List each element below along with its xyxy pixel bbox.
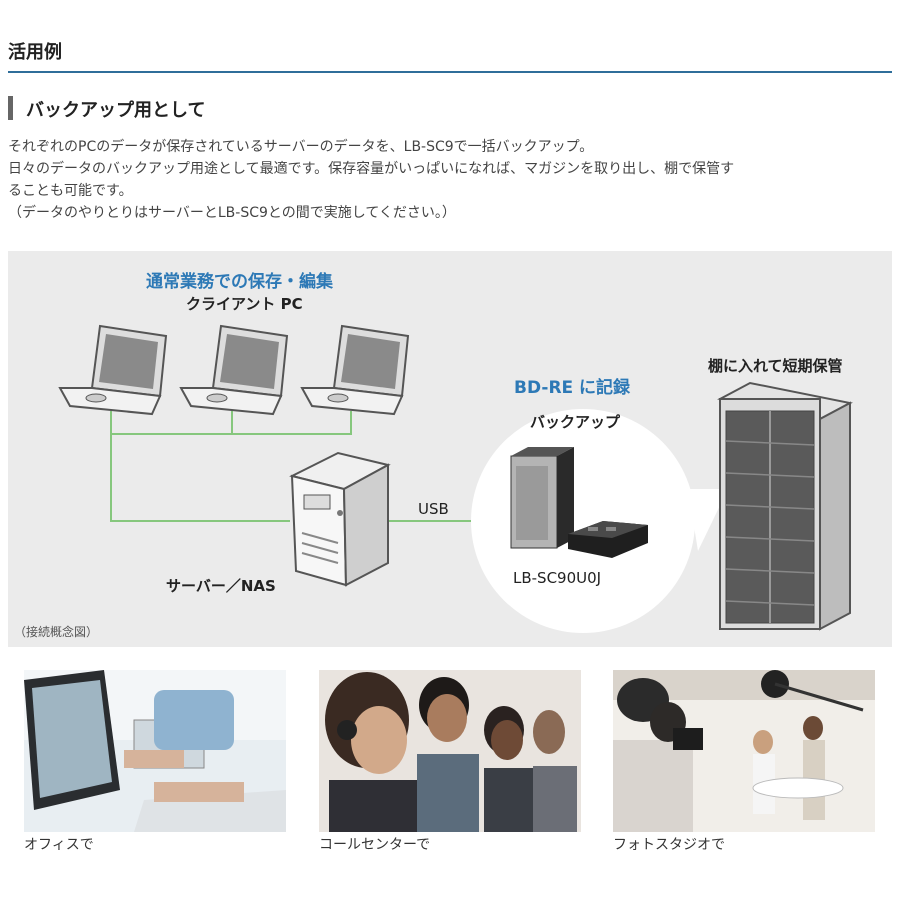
description-line: それぞれのPCのデータが保存されているサーバーのデータを、LB-SC9で一括バッ… <box>8 139 594 155</box>
call-center-caption: コールセンターで <box>319 837 431 853</box>
connection-diagram: 通常業務での保存・編集 クライアント PC サーバー／NAS USB BD-RE… <box>8 251 892 647</box>
laptop-icon <box>179 324 289 416</box>
laptop-icon <box>300 324 410 416</box>
device-label: LB-SC90U0J <box>513 569 602 587</box>
device-highlight <box>471 409 695 633</box>
title-rule <box>8 71 892 73</box>
photo-studio-photo <box>613 670 875 832</box>
section-description: それぞれのPCのデータが保存されているサーバーのデータを、LB-SC9で一括バッ… <box>8 136 892 224</box>
section-marker <box>8 96 13 120</box>
shelf-label: 棚に入れて短期保管 <box>708 357 843 375</box>
office-photo <box>24 670 286 832</box>
office-caption: オフィスで <box>24 837 94 853</box>
backup-device-icon <box>510 447 648 558</box>
photo-studio-caption: フォトスタジオで <box>613 837 725 853</box>
description-line: 日々のデータのバックアップ用途として最適です。保存容量がいっぱいになれば、マガジ… <box>8 161 735 177</box>
bdre-heading: BD-RE に記録 <box>514 378 631 398</box>
backup-label: バックアップ <box>530 413 621 431</box>
description-line: ることも可能です。 <box>8 183 133 199</box>
page-title: 活用例 <box>8 42 62 63</box>
callout-pointer <box>688 489 728 551</box>
usb-label: USB <box>418 500 449 518</box>
client-heading: 通常業務での保存・編集 <box>146 272 333 292</box>
server-label: サーバー／NAS <box>166 577 276 595</box>
server-icon <box>289 451 391 587</box>
storage-cabinet-icon <box>717 381 853 631</box>
call-center-photo <box>319 670 581 832</box>
laptop-icon <box>58 324 168 416</box>
description-line: （データのやりとりはサーバーとLB-SC9との間で実施してください。） <box>8 205 456 221</box>
section-title: バックアップ用として <box>26 100 206 121</box>
client-label: クライアント PC <box>186 295 303 313</box>
diagram-caption: （接続概念図） <box>14 625 99 639</box>
